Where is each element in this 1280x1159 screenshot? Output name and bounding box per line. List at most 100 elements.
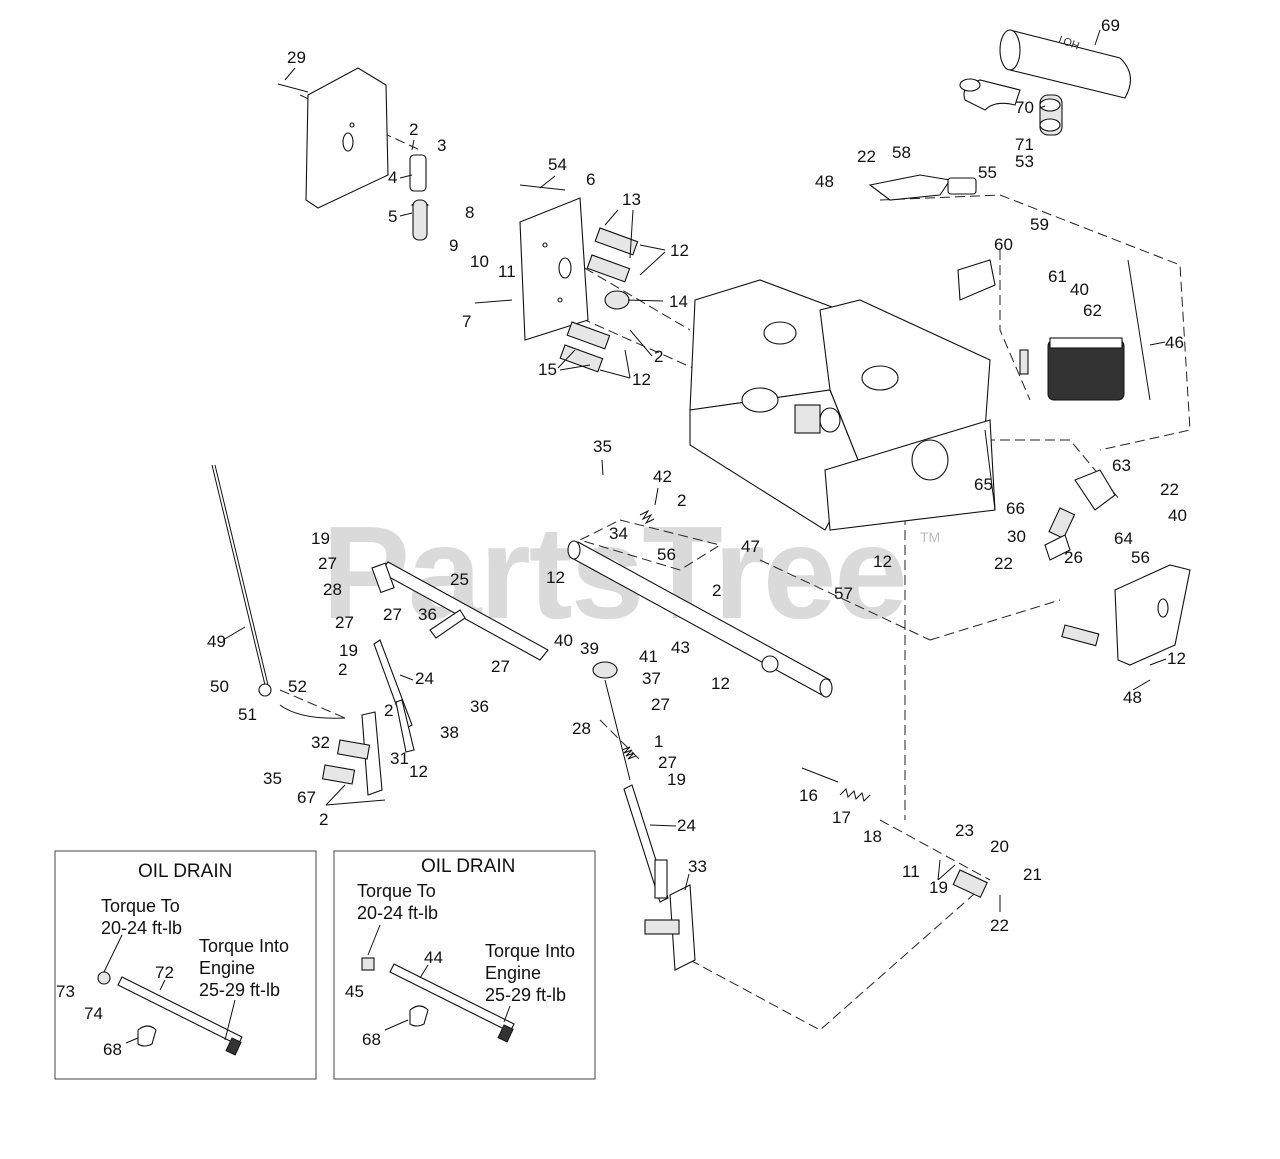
callout-19: 19 <box>311 529 330 548</box>
callout-13: 13 <box>622 190 641 209</box>
inset-1-callout-74: 74 <box>84 1004 103 1023</box>
callout-12g: 12 <box>1167 649 1186 668</box>
callout-54: 54 <box>548 155 567 174</box>
callout-31: 31 <box>390 749 409 768</box>
callout-55: 55 <box>978 163 997 182</box>
callout-70: 70 <box>1015 98 1034 117</box>
callout-8: 8 <box>465 203 474 222</box>
callout-36: 36 <box>418 605 437 624</box>
callout-59: 59 <box>1030 215 1049 234</box>
callout-11b: 11 <box>902 862 920 881</box>
callout-12c: 12 <box>546 568 565 587</box>
inset-1-engine: Engine <box>199 958 255 978</box>
callout-17: 17 <box>832 808 851 827</box>
callout-12b: 12 <box>632 370 651 389</box>
callout-42: 42 <box>653 467 672 486</box>
callout-48: 48 <box>815 172 834 191</box>
callout-27: 27 <box>318 554 337 573</box>
callout-37: 37 <box>642 669 661 688</box>
callout-40c: 40 <box>554 631 573 650</box>
callout-4: 4 <box>388 168 397 187</box>
callout-2c: 2 <box>677 491 686 510</box>
callout-52: 52 <box>288 677 307 696</box>
callout-3: 3 <box>437 136 446 155</box>
callout-21: 21 <box>1023 865 1042 884</box>
callout-11: 11 <box>498 262 516 281</box>
inset-oil-drain-2: OIL DRAIN Torque To 20-24 ft-lb Torque I… <box>333 850 596 1080</box>
callout-66: 66 <box>1006 499 1025 518</box>
callout-38: 38 <box>440 723 459 742</box>
callout-49: 49 <box>207 632 226 651</box>
callout-28b: 28 <box>572 719 591 738</box>
callout-43: 43 <box>671 638 690 657</box>
callout-64: 64 <box>1114 529 1133 548</box>
battery-area <box>868 174 1151 401</box>
callout-27e: 27 <box>651 695 670 714</box>
callout-35: 35 <box>593 437 612 456</box>
callout-71: 71 <box>1015 135 1034 154</box>
callout-33: 33 <box>688 857 707 876</box>
center-bracket <box>474 184 639 373</box>
right-mount-plate <box>1044 469 1191 666</box>
callout-12: 12 <box>670 241 689 260</box>
callout-67: 67 <box>297 788 316 807</box>
callout-69: 69 <box>1101 16 1120 35</box>
inset-1-torque-into: Torque Into <box>199 936 289 956</box>
callout-12f: 12 <box>409 762 428 781</box>
callout-16: 16 <box>799 786 818 805</box>
muffler: HOT <box>959 29 1131 136</box>
callout-2e: 2 <box>338 660 347 679</box>
callout-29: 29 <box>287 48 306 67</box>
callout-62: 62 <box>1083 301 1102 320</box>
callout-28: 28 <box>323 580 342 599</box>
callout-24b: 24 <box>677 816 696 835</box>
callout-46: 46 <box>1165 333 1184 352</box>
inset-1-torque-to-value: 20-24 ft-lb <box>101 918 182 938</box>
callout-60: 60 <box>994 235 1013 254</box>
callout-19d: 19 <box>929 878 948 897</box>
left-mount-plate <box>277 67 429 241</box>
inset-1-torque-to: Torque To <box>101 896 180 916</box>
callout-30: 30 <box>1007 527 1026 546</box>
callout-47: 47 <box>741 537 760 556</box>
callout-24: 24 <box>415 669 434 688</box>
inset-1-callout-73: 73 <box>56 982 75 1001</box>
callout-26: 26 <box>1064 548 1083 567</box>
callout-35b: 35 <box>263 769 282 788</box>
callout-18: 18 <box>863 827 882 846</box>
callout-22: 22 <box>857 147 876 166</box>
callout-61: 61 <box>1048 267 1067 286</box>
callout-56b: 56 <box>1131 548 1150 567</box>
linkage <box>211 464 988 971</box>
inset-2-torque-into-value: 25-29 ft-lb <box>485 985 566 1005</box>
callout-22b: 22 <box>1160 480 1179 499</box>
inset-2-callout-68: 68 <box>362 1030 381 1049</box>
callout-7: 7 <box>462 312 471 331</box>
callout-19b: 19 <box>339 641 358 660</box>
inset-2-torque-to: Torque To <box>357 881 436 901</box>
inset-1-title: OIL DRAIN <box>138 861 232 882</box>
callout-25: 25 <box>450 570 469 589</box>
callout-65: 65 <box>974 475 993 494</box>
callout-20: 20 <box>990 837 1009 856</box>
callout-40b: 40 <box>1168 506 1187 525</box>
main-frame <box>689 279 996 531</box>
callout-12d: 12 <box>873 552 892 571</box>
callout-1: 1 <box>654 732 663 751</box>
callout-labels: 29 2 3 4 5 54 6 13 8 9 10 11 12 14 7 15 … <box>207 16 1187 935</box>
inset-2-callout-45: 45 <box>345 982 364 1001</box>
callout-27d: 27 <box>491 657 510 676</box>
callout-2: 2 <box>409 120 418 139</box>
callout-2b: 2 <box>654 347 663 366</box>
callout-2f: 2 <box>384 701 393 720</box>
callout-2d: 2 <box>712 581 721 600</box>
callout-5: 5 <box>388 207 397 226</box>
callout-19c: 19 <box>667 770 686 789</box>
inset-oil-drain-1: OIL DRAIN Torque To 20-24 ft-lb Torque I… <box>54 850 317 1080</box>
callout-50: 50 <box>210 677 229 696</box>
callout-40: 40 <box>1070 280 1089 299</box>
callout-22c: 22 <box>994 554 1013 573</box>
inset-1-callout-72: 72 <box>155 963 174 982</box>
inset-2-torque-to-value: 20-24 ft-lb <box>357 903 438 923</box>
